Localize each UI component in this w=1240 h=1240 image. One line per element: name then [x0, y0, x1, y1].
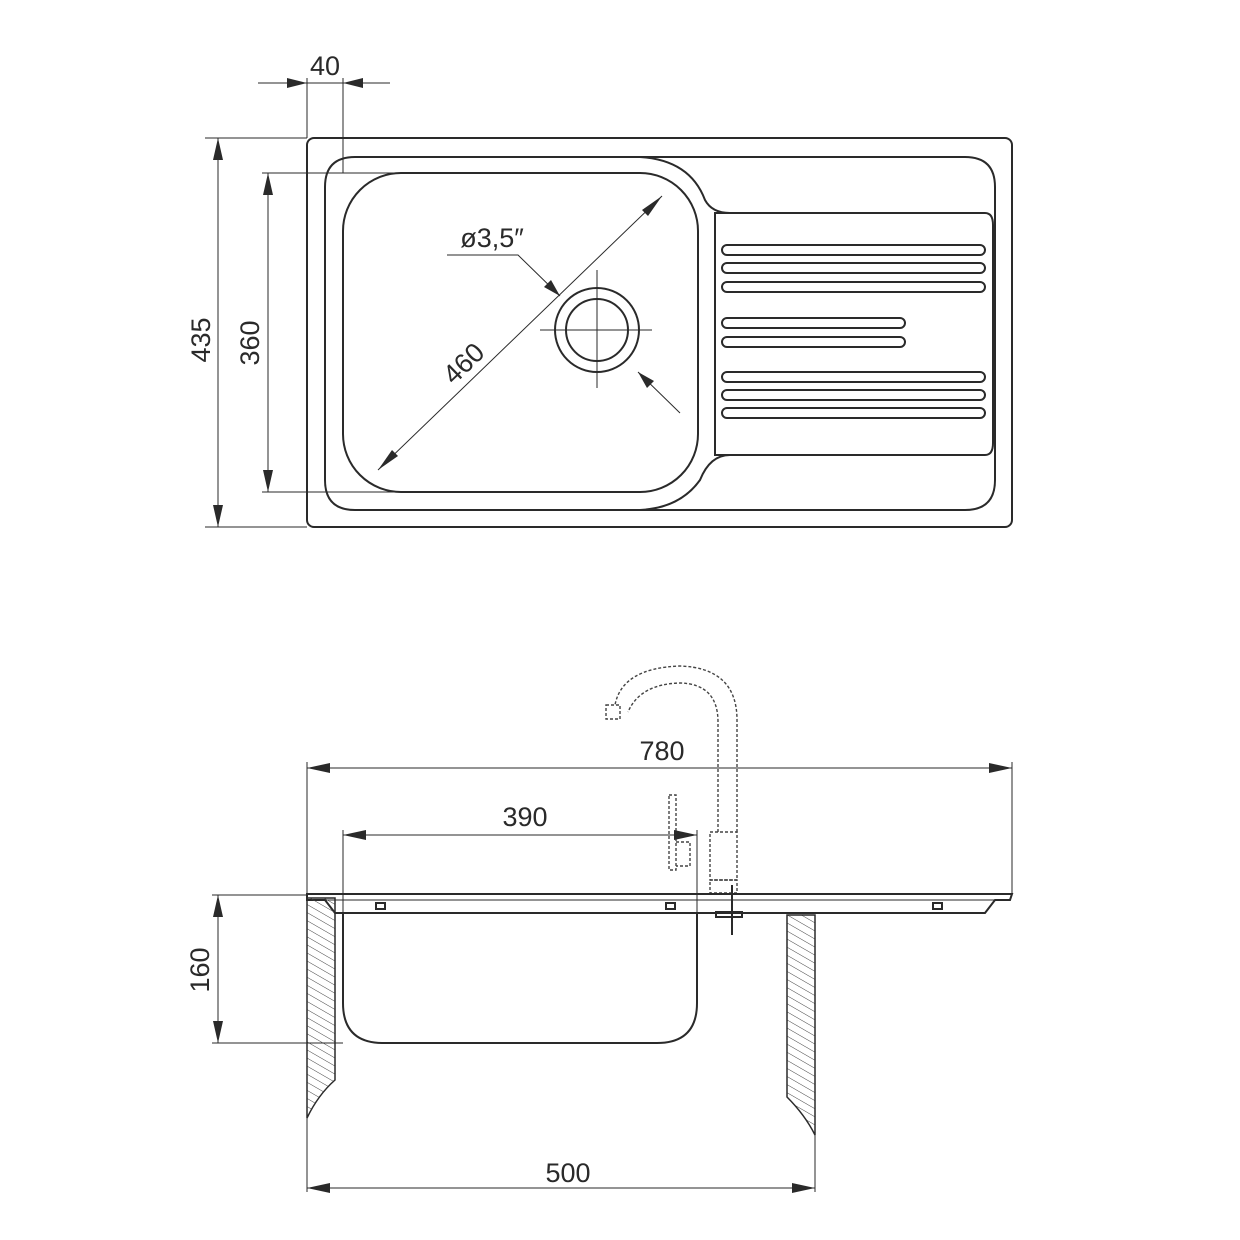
- sink-outer-edge: [306, 137, 1013, 528]
- bowl-width-label: 390: [502, 802, 547, 832]
- dimension-cabinet-width: 500: [306, 1118, 816, 1193]
- dimension-bowl-width: 390: [342, 802, 698, 913]
- cabinet-wall-left: [306, 897, 336, 1119]
- cabinet-width-label: 500: [545, 1158, 590, 1188]
- side-view: 780 390 160 500: [185, 665, 1014, 1193]
- dimension-bowl-depth: 360: [235, 172, 400, 493]
- drain-hole: [540, 270, 652, 388]
- bowl-outline: [342, 172, 699, 493]
- overall-width-label: 780: [639, 736, 684, 766]
- rim-offset-label: 40: [310, 51, 340, 81]
- dimension-drain-diameter: ø3,5″: [447, 223, 681, 414]
- bowl-profile: [342, 913, 698, 1044]
- bowl-diagonal-label: 460: [437, 337, 490, 390]
- dimension-overall-width: 780: [306, 736, 1013, 894]
- dimension-bowl-height: 160: [185, 894, 343, 1044]
- dimension-overall-depth: 435: [186, 137, 307, 528]
- bowl-depth-label: 360: [235, 320, 265, 365]
- cabinet-wall-right: [786, 914, 816, 1136]
- dimension-rim-offset: 40: [258, 51, 390, 173]
- drainboard-ribs: [721, 244, 986, 419]
- bowl-height-label: 160: [185, 947, 215, 992]
- sink-rim-profile: [306, 893, 1014, 914]
- top-view: 460 ø3,5″ 40 435: [186, 51, 1013, 528]
- sink-rim: [324, 156, 996, 511]
- drainboard-panel: [714, 212, 994, 456]
- drain-diameter-label: ø3,5″: [460, 223, 524, 253]
- overall-depth-label: 435: [186, 317, 216, 362]
